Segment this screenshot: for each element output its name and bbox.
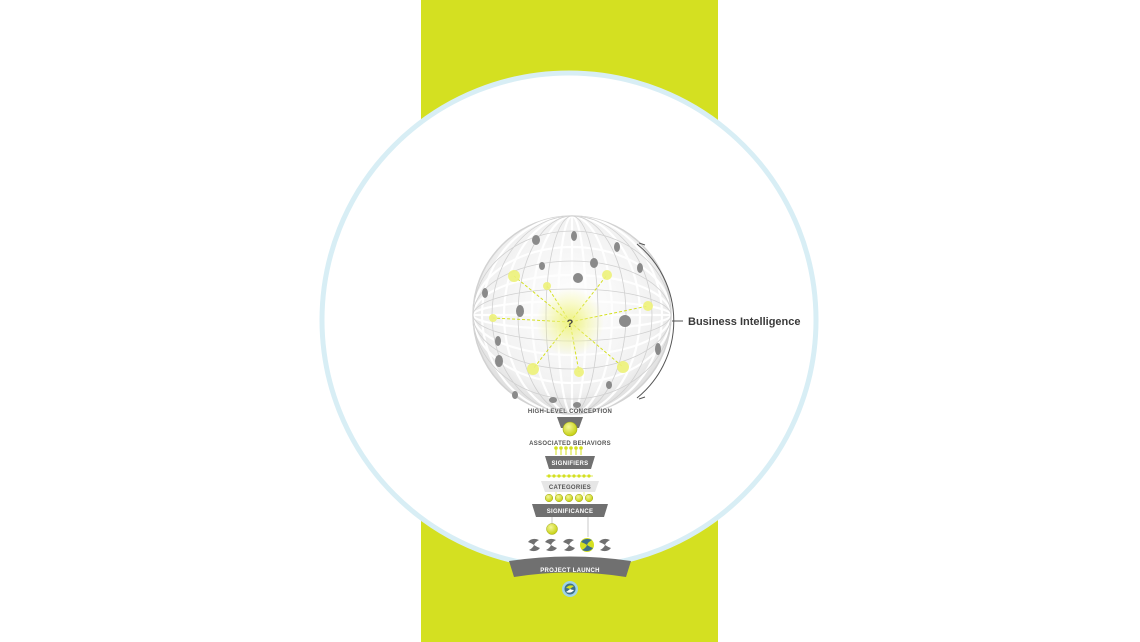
project-launch-band [509,556,631,577]
project-launch-label: PROJECT LAUNCH [540,568,600,574]
swirl-icon [528,538,540,552]
launch-globe-icon [562,581,578,597]
wireframe-globe-icon: ? [472,215,672,415]
significance-label: SIGNIFICANCE [547,509,594,515]
business-intelligence-bracket [636,242,683,400]
signifier-arrows [546,474,593,478]
high-level-conception-label: HIGH-LEVEL CONCEPTION [528,409,612,415]
behavior-arrows [554,446,583,455]
signifiers-label: SIGNIFIERS [551,461,588,467]
colored-swirl-icon [580,538,594,552]
categories-label: CATEGORIES [549,485,591,491]
question-mark: ? [567,318,574,330]
category-balls [544,492,594,503]
conception-ball [562,421,578,437]
significance-band [532,504,608,517]
signifiers-band [545,456,595,469]
significance-ball [546,523,558,535]
swirl-icon [563,538,575,552]
business-intelligence-label: Business Intelligence [688,316,800,328]
swirl-icon [599,538,611,552]
associated-behaviors-label: ASSOCIATED BEHAVIORS [529,441,611,447]
swirl-icon [545,538,557,552]
categories-band [541,481,599,492]
swirl-row [528,538,611,552]
